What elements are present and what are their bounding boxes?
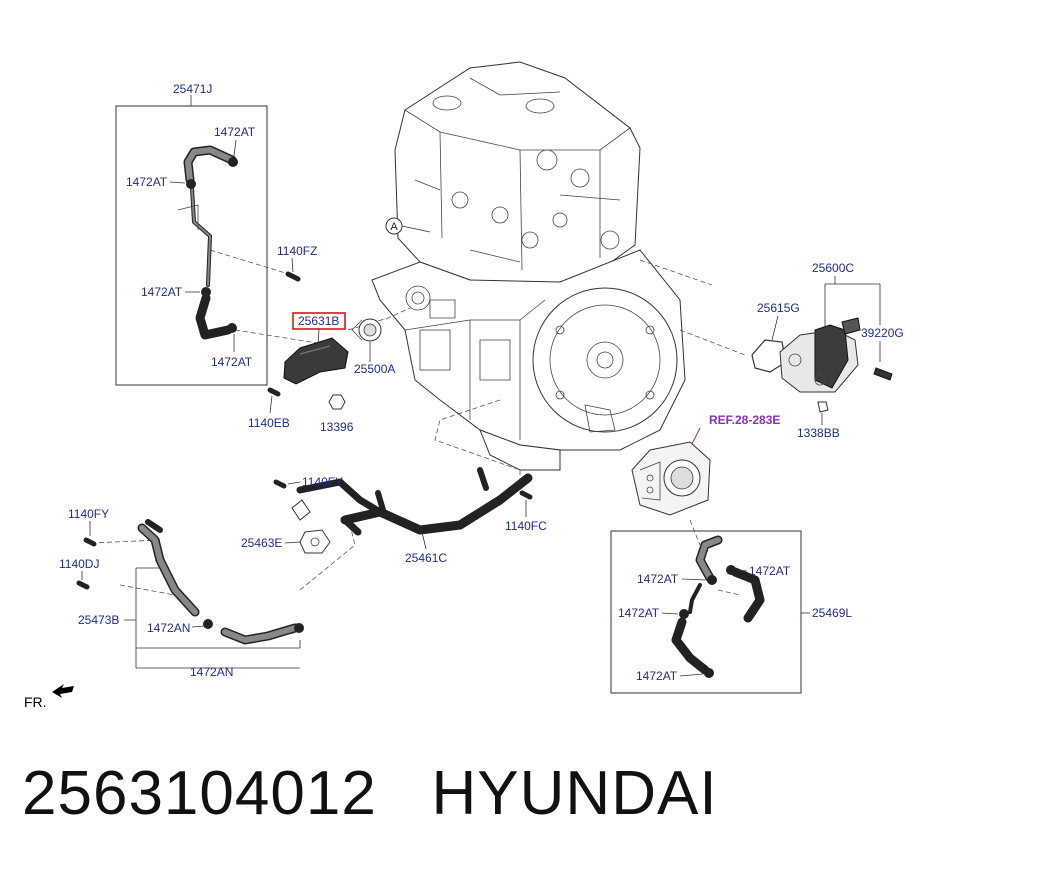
- label-25473b: 25473B: [78, 613, 119, 627]
- label-1140eb: 1140EB: [248, 416, 290, 430]
- front-arrow-icon: [52, 684, 74, 698]
- label-ref-28-283e[interactable]: REF.28-283E: [709, 413, 780, 427]
- front-indicator: FR.: [24, 684, 74, 710]
- nut-13396: 13396: [320, 394, 354, 434]
- label-39220g: 39220G: [861, 326, 904, 340]
- label-1472at-e: 1472AT: [637, 572, 679, 586]
- label-25463e: 25463E: [241, 536, 282, 550]
- part-number: 2563104012: [22, 759, 377, 828]
- label-25615g: 25615G: [757, 301, 800, 315]
- label-1472at-b: 1472AT: [126, 175, 168, 189]
- label-a: A: [390, 221, 398, 233]
- label-1472an-a: 1472AN: [147, 621, 190, 635]
- label-1472at-h: 1472AT: [636, 669, 678, 683]
- label-1472at-f: 1472AT: [749, 564, 791, 578]
- part-25461c: 25461C 1140FY 1140FC: [273, 467, 547, 565]
- part-25500a: 25500A: [351, 318, 395, 376]
- label-1140fy-b: 1140FY: [68, 507, 109, 521]
- label-1140fz: 1140FZ: [277, 244, 317, 258]
- label-fr: FR.: [24, 694, 47, 710]
- label-1472at-c: 1472AT: [141, 285, 183, 299]
- label-25500a: 25500A: [354, 362, 395, 376]
- part-25631b: 25631B: [283, 312, 349, 385]
- gasket-25463e: 25463E: [241, 529, 331, 554]
- label-25600c: 25600C: [812, 261, 854, 275]
- part-caption: 2563104012 HYUNDAI: [22, 758, 718, 829]
- brand-name: HYUNDAI: [431, 759, 718, 828]
- label-25471j: 25471J: [173, 82, 212, 96]
- bolt-1140eb: 1140EB: [248, 387, 290, 430]
- throttle-body: REF.28-283E: [631, 413, 780, 516]
- group-25473b: 1140FY 1140DJ 25473B 1472AN 1472AN: [59, 507, 304, 679]
- dashed-leaders: [91, 249, 746, 596]
- part-25600c: 25600C 25615G 39220G 1338BB: [751, 261, 904, 440]
- bolt-1140fz: 1140FZ: [277, 244, 317, 282]
- marker-a: A: [385, 217, 431, 235]
- label-1472an-b: 1472AN: [190, 665, 233, 679]
- group-25469l: 25469L 1472AT 1472AT 1472AT 1472AT: [610, 530, 852, 694]
- label-25461c: 25461C: [405, 551, 447, 565]
- label-25631b[interactable]: 25631B: [298, 314, 339, 328]
- label-13396: 13396: [320, 420, 354, 434]
- label-1472at-g: 1472AT: [618, 606, 660, 620]
- label-1140dj: 1140DJ: [59, 557, 99, 571]
- engine-block: [371, 61, 686, 471]
- label-1472at-a: 1472AT: [214, 125, 256, 139]
- label-1140fc: 1140FC: [505, 519, 547, 533]
- group-25471j: 25471J 1472AT 1472AT 1472AT 1472AT: [115, 82, 268, 386]
- label-25469l: 25469L: [812, 606, 852, 620]
- label-1472at-d: 1472AT: [211, 355, 253, 369]
- label-1140fy-a: 1140FY: [302, 475, 343, 489]
- label-1338bb: 1338BB: [797, 426, 840, 440]
